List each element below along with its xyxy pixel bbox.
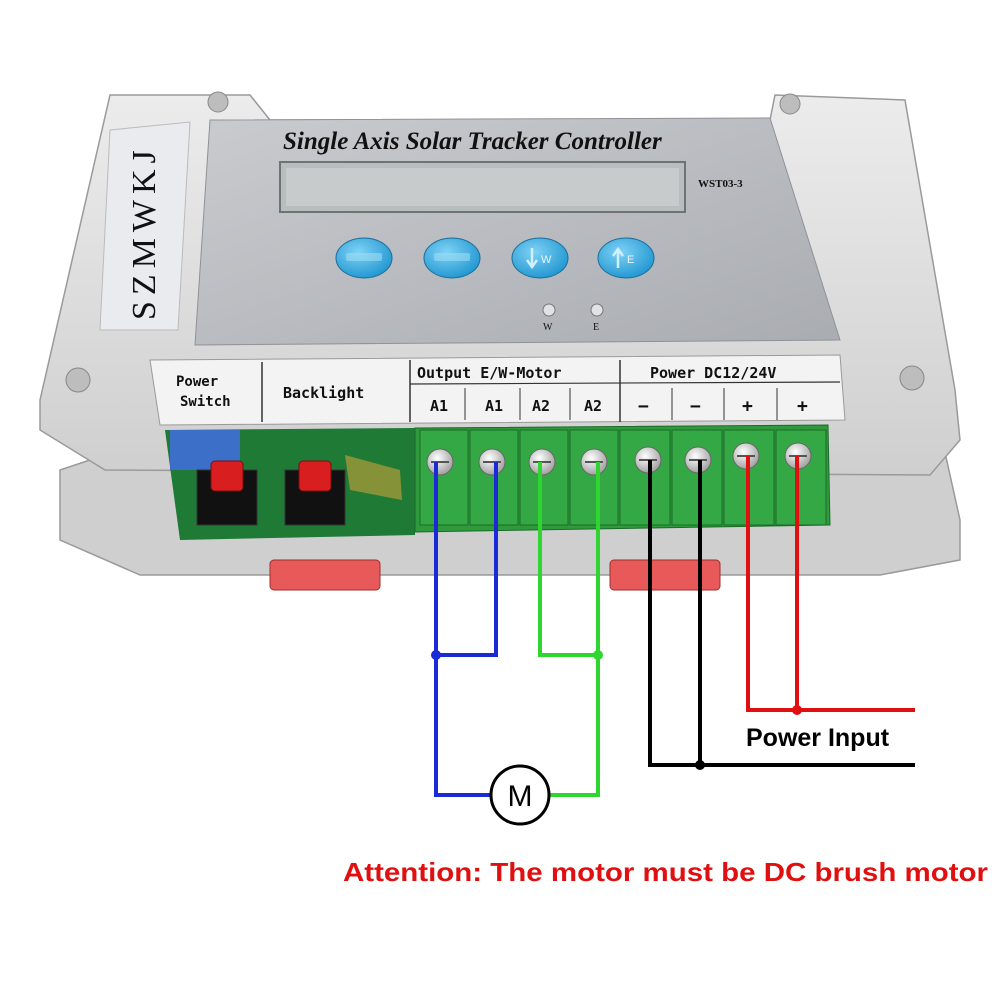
west-button[interactable]: W (511, 237, 569, 279)
power-switch-label-line1: Power (176, 374, 218, 390)
product-title: Single Axis Solar Tracker Controller (283, 128, 662, 155)
brand-text: SZMWKJ (126, 144, 163, 320)
west-led-label: W (543, 322, 553, 333)
terminal-label: − (690, 396, 701, 417)
mount-hole (779, 93, 801, 115)
east-button[interactable]: E (597, 237, 655, 279)
backlight-switch[interactable] (284, 460, 346, 526)
east-led (590, 303, 604, 317)
terminal-label: A2 (584, 397, 602, 415)
west-led (542, 303, 556, 317)
blue-wire (436, 462, 498, 657)
motor-label: M (508, 780, 533, 813)
terminal-screw[interactable] (519, 429, 569, 526)
east-button-label: E (627, 254, 634, 266)
blue-wire (434, 462, 490, 797)
wire-junctions (431, 650, 802, 770)
green-wire (538, 462, 598, 657)
model-number: WST03-3 (698, 178, 743, 190)
terminal-screw[interactable] (419, 429, 469, 526)
terminal-block (414, 424, 831, 533)
power-switch-label-line2: Switch (180, 394, 231, 410)
terminal-screw[interactable] (569, 429, 619, 526)
power-switch[interactable] (196, 460, 258, 526)
terminal-label: + (797, 396, 808, 417)
terminal-label: − (638, 396, 649, 417)
terminal-screw[interactable] (619, 429, 671, 526)
terminal-label: A1 (430, 397, 448, 415)
power-group-label: Power DC12/24V (650, 364, 776, 382)
attention-note: Attention: The motor must be DC brush mo… (343, 857, 988, 887)
terminal-label-strip: Power Switch Backlight Output E/W-Motor … (149, 354, 846, 426)
wiring-diagram (434, 456, 915, 797)
black-wire (648, 460, 915, 767)
output-group-label: Output E/W-Motor (417, 364, 562, 382)
terminal-screw[interactable] (775, 429, 827, 526)
set-button[interactable] (335, 237, 393, 279)
front-panel: Single Axis Solar Tracker Controller WST… (194, 117, 841, 346)
mount-hole (65, 367, 91, 393)
power-input-label: Power Input (746, 724, 890, 752)
terminal-screw[interactable] (671, 429, 723, 526)
motor-symbol: M (489, 764, 551, 826)
brand-strip: SZMWKJ (99, 121, 191, 331)
ret-button[interactable] (423, 237, 481, 279)
west-button-label: W (541, 254, 552, 266)
mount-hole (899, 365, 925, 391)
terminal-label: + (742, 396, 753, 417)
green-wire (548, 462, 600, 797)
terminal-label: A2 (532, 397, 550, 415)
mount-hole (207, 91, 229, 113)
east-led-label: E (593, 322, 599, 333)
backlight-label: Backlight (283, 384, 364, 402)
red-wire (746, 456, 915, 712)
terminal-label: A1 (485, 397, 503, 415)
pcb-area (165, 428, 415, 540)
